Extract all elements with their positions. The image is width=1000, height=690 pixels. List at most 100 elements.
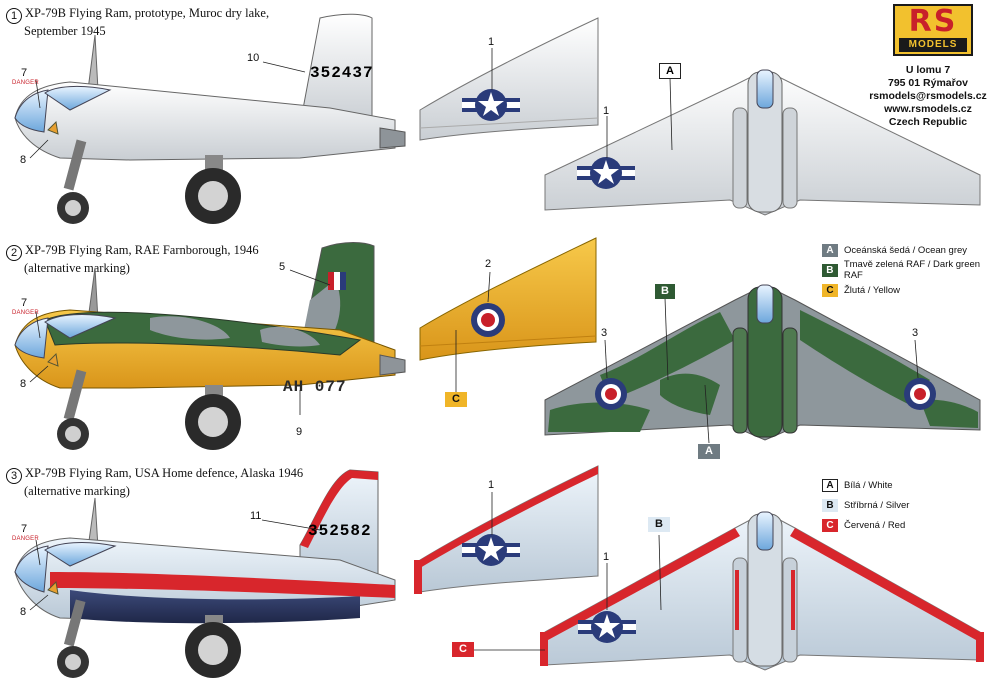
danger-label: DANGER (12, 80, 39, 86)
side-view-3 (14, 469, 396, 678)
contact-line: U lomu 7 (905, 64, 951, 76)
callout-10: 10 (247, 52, 260, 64)
leader-lines (29, 48, 919, 651)
cockpit-glass (44, 542, 117, 567)
contact-line: rsmodels@rsmodels.cz (869, 90, 987, 102)
exhaust (379, 127, 406, 149)
paint-letter-A: A (698, 444, 720, 459)
paint-letter-B: B (655, 284, 675, 299)
top-view-1 (544, 69, 981, 216)
callout-1: 1 (603, 105, 610, 117)
serial-352437: 352437 (310, 64, 374, 82)
star-icon (594, 614, 620, 638)
cockpit-glass (44, 314, 117, 339)
nose-canopy (14, 545, 49, 593)
danger-triangle (47, 352, 59, 367)
fuselage (14, 81, 396, 161)
title-line: September 1945 (24, 24, 106, 38)
contact-line: www.rsmodels.cz (884, 103, 972, 115)
title-line: XP-79B Flying Ram, USA Home defence, Ala… (25, 466, 304, 480)
paint-letter-B: B (648, 517, 670, 532)
exhaust (379, 354, 406, 376)
cockpit-glass (44, 85, 112, 111)
legend-swatch: B (822, 263, 838, 277)
side-view-2 (14, 242, 406, 450)
callout-8: 8 (20, 154, 27, 166)
callout-7: 7 (21, 67, 28, 79)
callout-2: 2 (485, 258, 492, 270)
color-legend-1: A Oceánská šedá / Ocean grey B Tmavě zel… (822, 242, 1000, 298)
callout-3: 3 (601, 327, 608, 339)
contact-line: Czech Republic (888, 116, 968, 128)
tail-red-stripe (300, 470, 378, 548)
fuselage-red-stripe (50, 572, 395, 598)
legend-item: A Bílá / White (822, 477, 909, 493)
serial-ah-077: AH 077 (283, 378, 347, 396)
title-line: XP-79B Flying Ram, RAE Farnborough, 1946 (25, 243, 259, 257)
wing-red-edge-left (545, 528, 740, 640)
title-line: XP-79B Flying Ram, prototype, Muroc dry … (25, 6, 270, 20)
fuselage-camo-grey-2 (260, 326, 320, 347)
wing-red-edge (420, 466, 598, 568)
legend-item: B Tmavě zelená RAF / Dark green RAF (822, 259, 1000, 281)
legend-label: Žlutá / Yellow (844, 284, 900, 296)
paint-letter-A: A (659, 63, 681, 79)
legend-label: Stříbrná / Silver (844, 499, 910, 511)
fin-flash-blue (340, 272, 346, 290)
legend-label: Bílá / White (844, 479, 893, 491)
star-icon (593, 160, 619, 184)
callout-7: 7 (21, 297, 28, 309)
antenna-mast (87, 34, 99, 91)
danger-label: DANGER (12, 310, 39, 316)
nose-gear-strut (63, 599, 86, 647)
fin-flash-red (328, 272, 334, 290)
legend-label: Oceánská šedá / Ocean grey (844, 244, 968, 256)
tail-fin (299, 13, 373, 126)
paint-letter-C: C (445, 392, 467, 407)
callout-7: 7 (21, 523, 28, 535)
contact-block: U lomu 7 795 01 Rýmařov rsmodels@rsmodel… (858, 64, 998, 129)
callout-5: 5 (279, 261, 286, 273)
danger-label: DANGER (12, 536, 39, 542)
callout-11: 11 (250, 510, 262, 522)
callout-1: 1 (488, 479, 495, 491)
wing-detail-2 (419, 237, 597, 361)
serial-352582: 352582 (308, 522, 372, 540)
wing-detail-3 (414, 465, 599, 594)
legend-label: Tmavě zelená RAF / Dark green RAF (843, 259, 981, 281)
star-icon (478, 92, 504, 116)
legend-label: Červená / Red (844, 519, 906, 531)
callout-1: 1 (603, 551, 610, 563)
wing-detail-1 (419, 17, 599, 141)
top-view-2 (544, 284, 981, 441)
nose-gear-strut (63, 139, 87, 191)
wing-red-edge-right (790, 528, 980, 640)
legend-item: C Červená / Red (822, 517, 909, 533)
logo-word: MODELS (899, 38, 967, 52)
callout-3: 3 (912, 327, 919, 339)
legend-item: A Oceánská šedá / Ocean grey (822, 242, 1000, 258)
contact-line: 795 01 Rýmařov (888, 77, 968, 89)
danger-triangle (47, 580, 59, 595)
legend-swatch: C (822, 518, 838, 532)
callout-8: 8 (20, 378, 27, 390)
legend-item: C Žlutá / Yellow (822, 282, 1000, 298)
nose-canopy (14, 317, 49, 359)
danger-triangle (47, 120, 59, 135)
legend-swatch: B (822, 498, 838, 512)
fuselage-camo-grey (150, 316, 230, 340)
paint-letter-C: C (452, 642, 474, 657)
title-line: (alternative marking) (24, 484, 130, 498)
side-view-1 (14, 13, 406, 224)
star-icon (478, 537, 504, 561)
callout-1: 1 (488, 36, 495, 48)
legend-swatch: A (822, 478, 838, 492)
nose-gear-strut (63, 369, 87, 421)
color-legend-2: A Bílá / White B Stříbrná / Silver C Čer… (822, 477, 909, 533)
rs-models-logo: RS MODELS (893, 4, 973, 56)
fuselage-navy-belly (70, 590, 360, 624)
